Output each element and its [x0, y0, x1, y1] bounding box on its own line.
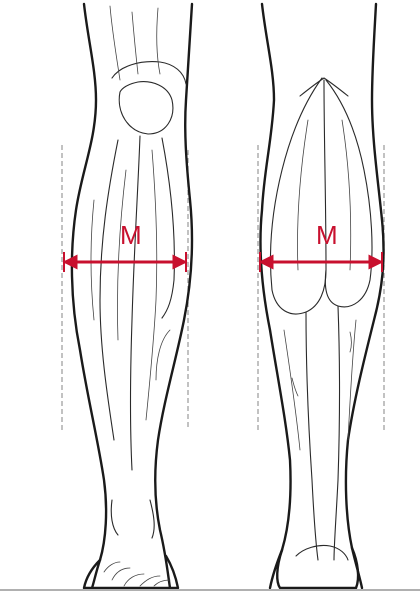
front-toe-5 — [154, 580, 170, 586]
front-kneecap — [119, 82, 173, 134]
back-leg-view: M — [258, 4, 384, 588]
front-muscle-line-1 — [100, 140, 118, 440]
back-calf-inner-head — [270, 78, 326, 314]
front-toe-4 — [140, 576, 160, 586]
back-calf-outer-head — [325, 80, 372, 307]
front-muscle-line-5 — [156, 330, 170, 380]
back-leg-outline-right — [346, 4, 384, 588]
front-muscle-line-4 — [91, 200, 94, 320]
front-thigh-line-2 — [157, 8, 160, 74]
back-measure-label: M — [316, 220, 338, 250]
front-knee-crease — [112, 62, 186, 84]
front-leg-outline-left — [72, 4, 106, 588]
front-muscle-line-2 — [146, 150, 157, 420]
front-ankle-left — [111, 500, 118, 535]
back-achilles-left — [306, 312, 318, 560]
front-shin-line — [131, 136, 141, 470]
front-thigh-line-1 — [110, 6, 120, 80]
front-toe-1 — [104, 562, 120, 572]
front-toe-2 — [112, 568, 130, 580]
front-muscle-line-3 — [117, 170, 126, 340]
front-toe-3 — [124, 574, 144, 586]
front-ankle-right — [150, 500, 154, 538]
front-leg-view: M — [62, 4, 192, 588]
front-foot — [84, 556, 178, 588]
front-leg-outline-right — [155, 4, 192, 588]
back-calf-line-2 — [342, 120, 351, 270]
back-lower-detail-2 — [350, 332, 352, 352]
back-achilles-right — [334, 306, 340, 560]
back-leg-outline-left — [260, 4, 290, 588]
back-calf-line-1 — [297, 120, 308, 270]
front-measure-label: M — [120, 220, 142, 250]
front-calf-bulge — [162, 138, 174, 318]
back-heel-top — [296, 545, 348, 560]
